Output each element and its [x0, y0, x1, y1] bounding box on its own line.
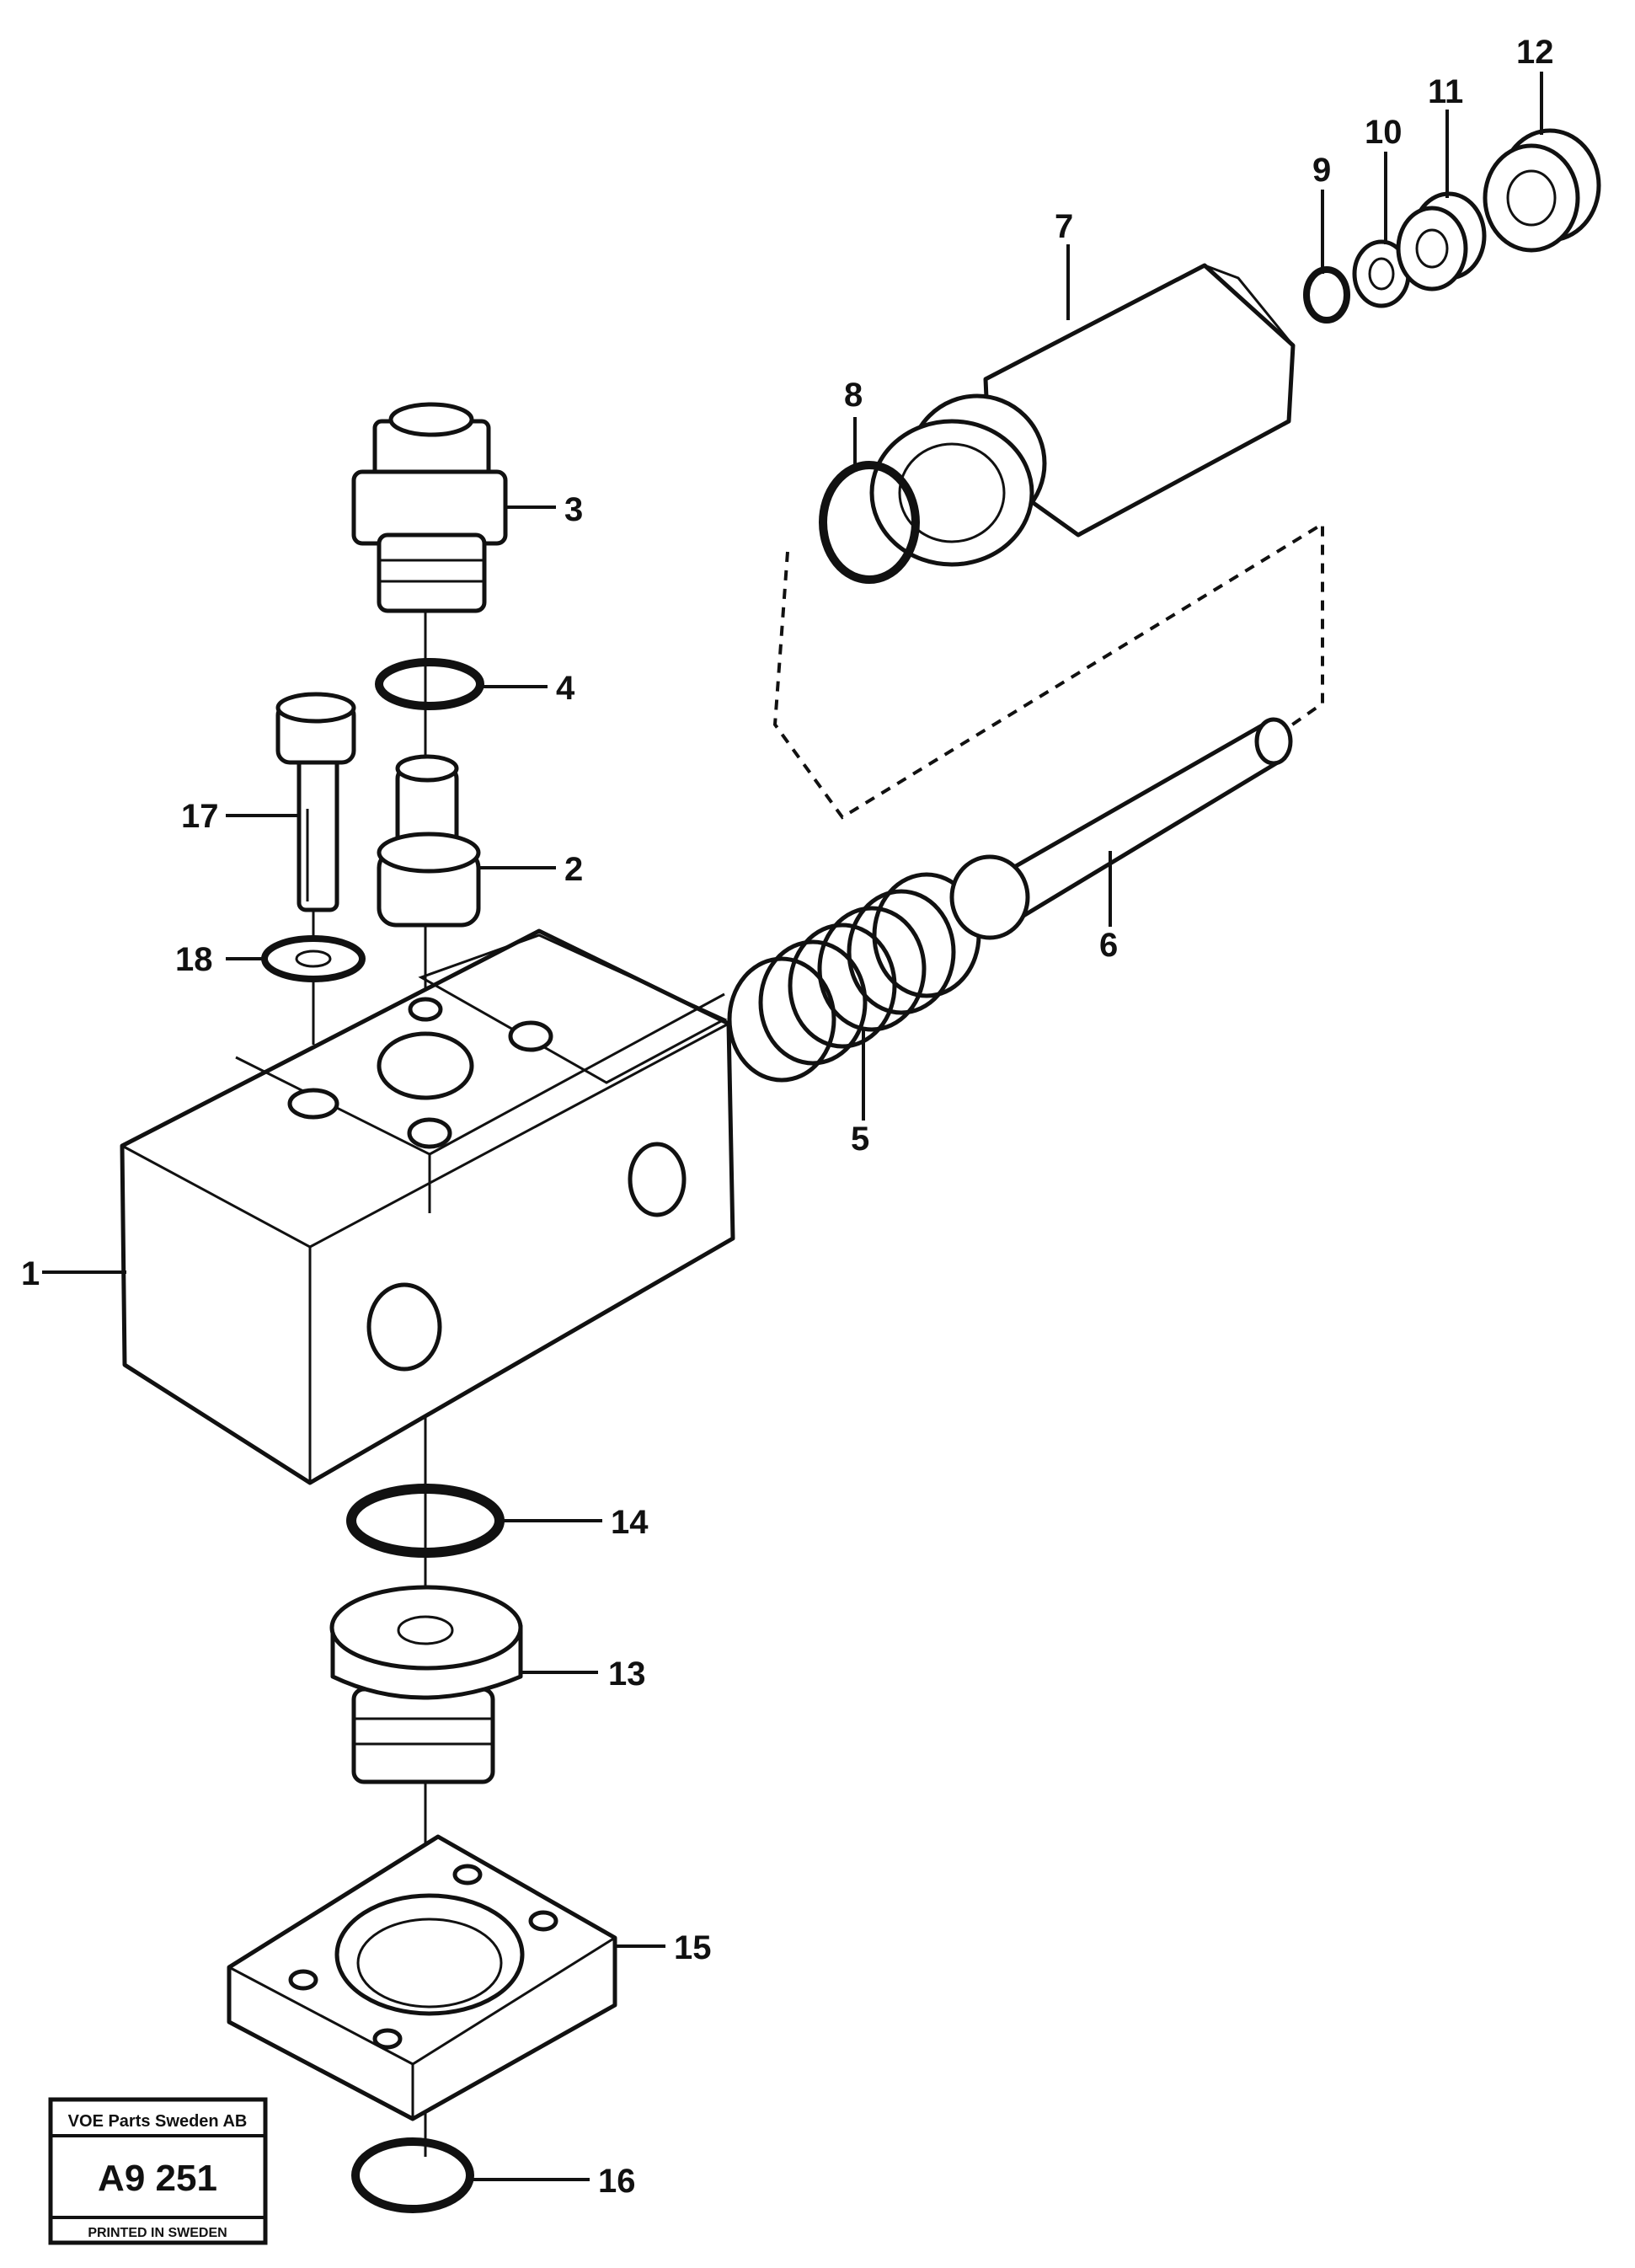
- callout-16: 16: [598, 2163, 636, 2200]
- o-ring-part-14: [346, 1484, 505, 1558]
- callout-14: 14: [611, 1504, 649, 1541]
- flange-part: [227, 1834, 617, 2121]
- callout-8: 8: [844, 377, 863, 414]
- callout-12: 12: [1516, 34, 1554, 71]
- o-ring-part-4: [375, 658, 484, 710]
- callout-15: 15: [674, 1929, 712, 1966]
- fitting-plug-part: [351, 402, 508, 613]
- callout-13: 13: [608, 1656, 646, 1693]
- callout-7: 7: [1055, 208, 1073, 245]
- pin-part: [949, 717, 1293, 940]
- callout-4: 4: [556, 670, 575, 707]
- callout-18: 18: [175, 941, 213, 978]
- plug-part-13: [329, 1585, 523, 1784]
- callout-2: 2: [564, 851, 583, 888]
- stamp-company: VOE Parts Sweden AB: [68, 2112, 248, 2131]
- stamp-code: A9 251: [98, 2158, 217, 2199]
- callout-5: 5: [851, 1121, 869, 1158]
- cap-part-12: [1483, 128, 1601, 253]
- assembly-dashed-line: [772, 521, 1324, 820]
- nut-part-11: [1396, 191, 1487, 292]
- plunger-part: [377, 754, 481, 928]
- spring-part: [727, 872, 981, 1083]
- callout-6: 6: [1099, 927, 1118, 964]
- callout-3: 3: [564, 491, 583, 528]
- stamp-footer: PRINTED IN SWEDEN: [88, 2226, 227, 2240]
- valve-body-part: [120, 928, 735, 1485]
- callout-labels: 1 2 3 4 5 6 7 8 9 10 11 12 13 14 15 16 1…: [21, 34, 1554, 2200]
- o-ring-part-16: [351, 2137, 474, 2213]
- washer-part: [261, 935, 366, 982]
- callout-9: 9: [1312, 152, 1331, 189]
- valve-housing-part: [869, 263, 1296, 567]
- callout-11: 11: [1428, 73, 1463, 110]
- publisher-stamp: VOE Parts Sweden AB A9 251 PRINTED IN SW…: [48, 2097, 268, 2245]
- o-ring-part-8: [819, 461, 920, 584]
- callout-17: 17: [181, 798, 219, 835]
- callout-10: 10: [1365, 114, 1403, 151]
- bolt-part: [275, 692, 356, 912]
- callout-1: 1: [21, 1255, 40, 1292]
- ring-part-9: [1303, 266, 1350, 324]
- leader-lines: [42, 72, 1543, 2181]
